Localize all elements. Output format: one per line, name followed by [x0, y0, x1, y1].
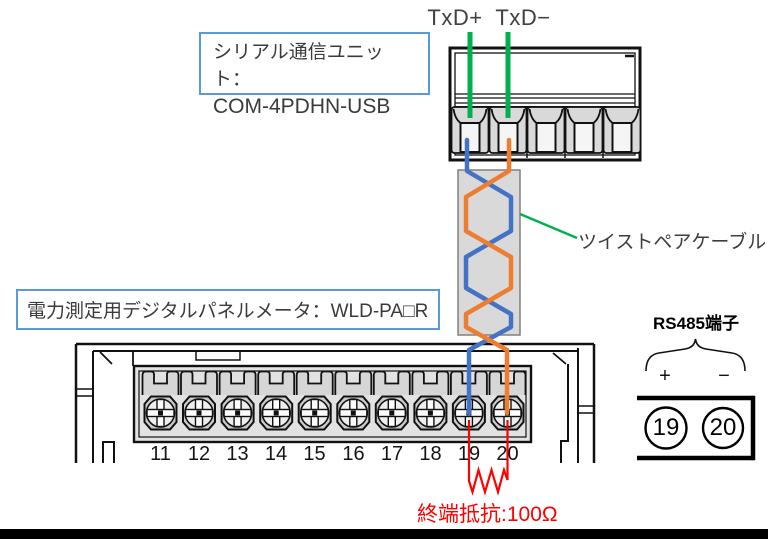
serial-unit-callout: シリアル通信ユニット： COM-4PDHN-USB [199, 32, 430, 118]
terminal-number-18: 18 [419, 443, 442, 465]
screw-terminal-12 [180, 370, 218, 431]
wire-orange [463, 137, 514, 416]
bottom-black-bar [0, 529, 768, 539]
screw-terminal-15 [295, 370, 334, 431]
panel-meter-outline [74, 342, 596, 463]
terminal-number-13: 13 [226, 443, 249, 465]
terminal-number-12: 12 [187, 443, 211, 465]
serial-unit-connector [448, 46, 642, 162]
txd-minus-label: TxD− [495, 5, 551, 30]
screw-terminal-13 [218, 370, 257, 431]
twisted-pair-cable-label: ツイストペアケーブル [578, 232, 767, 253]
terminal-number-20: 20 [496, 443, 519, 465]
screw-terminal-17 [372, 370, 411, 431]
bottom-terminal-strip [132, 364, 533, 444]
terminal-number-11: 11 [150, 443, 171, 465]
cable-pointer-line [519, 212, 578, 240]
connector-cell [602, 106, 642, 154]
serial-unit-model: COM-4PDHN-USB [213, 95, 391, 118]
terminal-number-15: 15 [303, 443, 326, 465]
panel-meter-callout: 電力測定用デジタルパネルメータ：WLD-PA□R [16, 289, 440, 330]
connector-cell [564, 106, 604, 154]
screw-terminal-18 [411, 370, 450, 431]
rs485-brace [645, 338, 746, 372]
screw-terminal-16 [334, 370, 373, 431]
connector-cell [526, 106, 566, 154]
rs485-circle-19 [644, 406, 688, 450]
screw-terminal-14 [257, 370, 296, 431]
serial-unit-name: シリアル通信ユニット： [213, 42, 384, 90]
terminal-number-17: 17 [380, 443, 404, 465]
terminal-number-19: 19 [457, 443, 481, 465]
terminating-resistor [467, 420, 509, 497]
rs485-title: RS485端子 [653, 314, 739, 333]
txd-plus-label: TxD+ [427, 5, 483, 30]
connector-cell [488, 106, 528, 154]
rs485-circle-20 [701, 406, 745, 450]
rs485-minus-sign: − [718, 365, 730, 387]
terminal-number-14: 14 [264, 443, 288, 465]
rs485-terminal-19: 19 [652, 414, 680, 441]
rs485-plus-sign: + [659, 365, 671, 387]
panel-meter-label: 電力測定用デジタルパネルメータ：WLD-PA□R [27, 301, 429, 322]
rs485-terminal-box [637, 395, 756, 461]
screw-terminal-11 [141, 370, 180, 431]
terminating-resistor-label: 終端抵抗:100Ω [417, 503, 558, 526]
connector-cell [450, 106, 490, 154]
rs485-terminal-20: 20 [709, 414, 737, 441]
terminal-number-16: 16 [342, 443, 365, 465]
